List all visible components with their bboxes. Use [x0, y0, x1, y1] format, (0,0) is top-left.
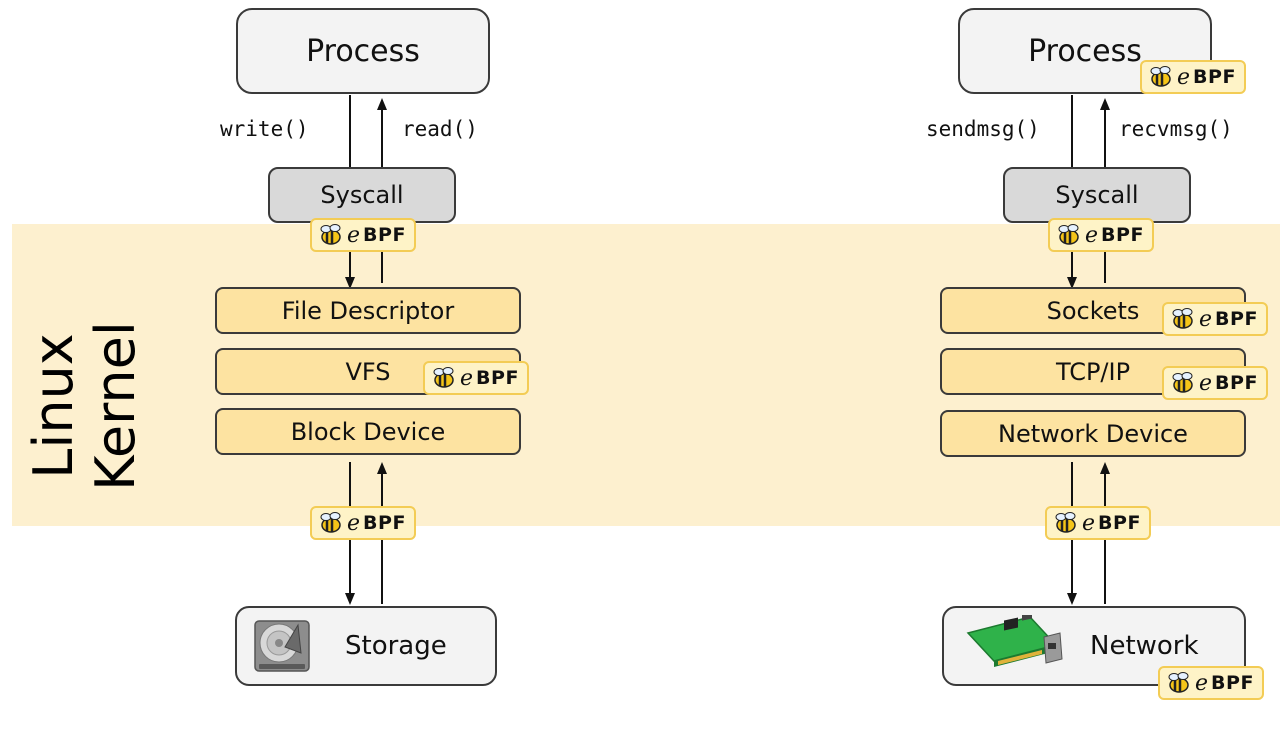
- ebpf-text: BPF: [1193, 66, 1236, 88]
- ebpf-prefix: e: [1177, 64, 1191, 90]
- ebpf-text: BPF: [1101, 224, 1144, 246]
- vfs-label: VFS: [345, 357, 391, 386]
- bee-icon: [1058, 224, 1079, 245]
- ebpf-text: BPF: [1098, 512, 1141, 534]
- ebpf-prefix: e: [1199, 370, 1213, 396]
- ebpf-prefix: e: [1195, 670, 1209, 696]
- network-process-label: Process: [1028, 33, 1142, 69]
- ebpf-prefix: e: [347, 222, 361, 248]
- sendmsg-call-label: sendmsg(): [926, 117, 1040, 141]
- hard-drive-icon: [254, 620, 310, 672]
- ebpf-text: BPF: [1215, 308, 1258, 330]
- bee-icon: [320, 512, 341, 533]
- file-descriptor-label: File Descriptor: [281, 296, 455, 325]
- file-descriptor-layer: File Descriptor: [215, 287, 521, 334]
- write-call-label: write(): [220, 117, 309, 141]
- storage-device-label: Storage: [345, 631, 447, 661]
- ebpf-text: BPF: [1215, 372, 1258, 394]
- ebpf-prefix: e: [1085, 222, 1099, 248]
- bee-icon: [1055, 512, 1076, 533]
- network-device-layer: Network Device: [940, 410, 1246, 457]
- bee-icon: [433, 367, 454, 388]
- read-call-label: read(): [402, 117, 478, 141]
- recvmsg-call-label: recvmsg(): [1119, 117, 1233, 141]
- bee-icon: [1172, 308, 1193, 329]
- ebpf-text: BPF: [476, 367, 519, 389]
- sockets-label: Sockets: [1046, 296, 1140, 325]
- bee-icon: [1168, 672, 1189, 693]
- ebpf-text: BPF: [1211, 672, 1254, 694]
- network-card-icon: [966, 615, 1063, 667]
- ebpf-prefix: e: [1082, 510, 1096, 536]
- storage-syscall-box: Syscall: [268, 167, 456, 223]
- storage-device-box: Storage: [235, 606, 497, 686]
- ebpf-prefix: e: [460, 365, 474, 391]
- block-device-layer: Block Device: [215, 408, 521, 455]
- ebpf-text: BPF: [363, 224, 406, 246]
- network-syscall-box: Syscall: [1003, 167, 1191, 223]
- network-device-label-text: Network: [1090, 631, 1199, 661]
- bee-icon: [1150, 66, 1171, 87]
- network-syscall-label: Syscall: [1055, 181, 1139, 209]
- ebpf-text: BPF: [363, 512, 406, 534]
- block-device-label: Block Device: [290, 417, 446, 446]
- ebpf-prefix: e: [347, 510, 361, 536]
- storage-process-label: Process: [306, 33, 420, 69]
- bee-icon: [1172, 372, 1193, 393]
- tcpip-label: TCP/IP: [1055, 357, 1131, 386]
- ebpf-prefix: e: [1199, 306, 1213, 332]
- network-device-label: Network Device: [998, 419, 1188, 448]
- storage-syscall-label: Syscall: [320, 181, 404, 209]
- bee-icon: [320, 224, 341, 245]
- storage-process-box: Process: [236, 8, 490, 94]
